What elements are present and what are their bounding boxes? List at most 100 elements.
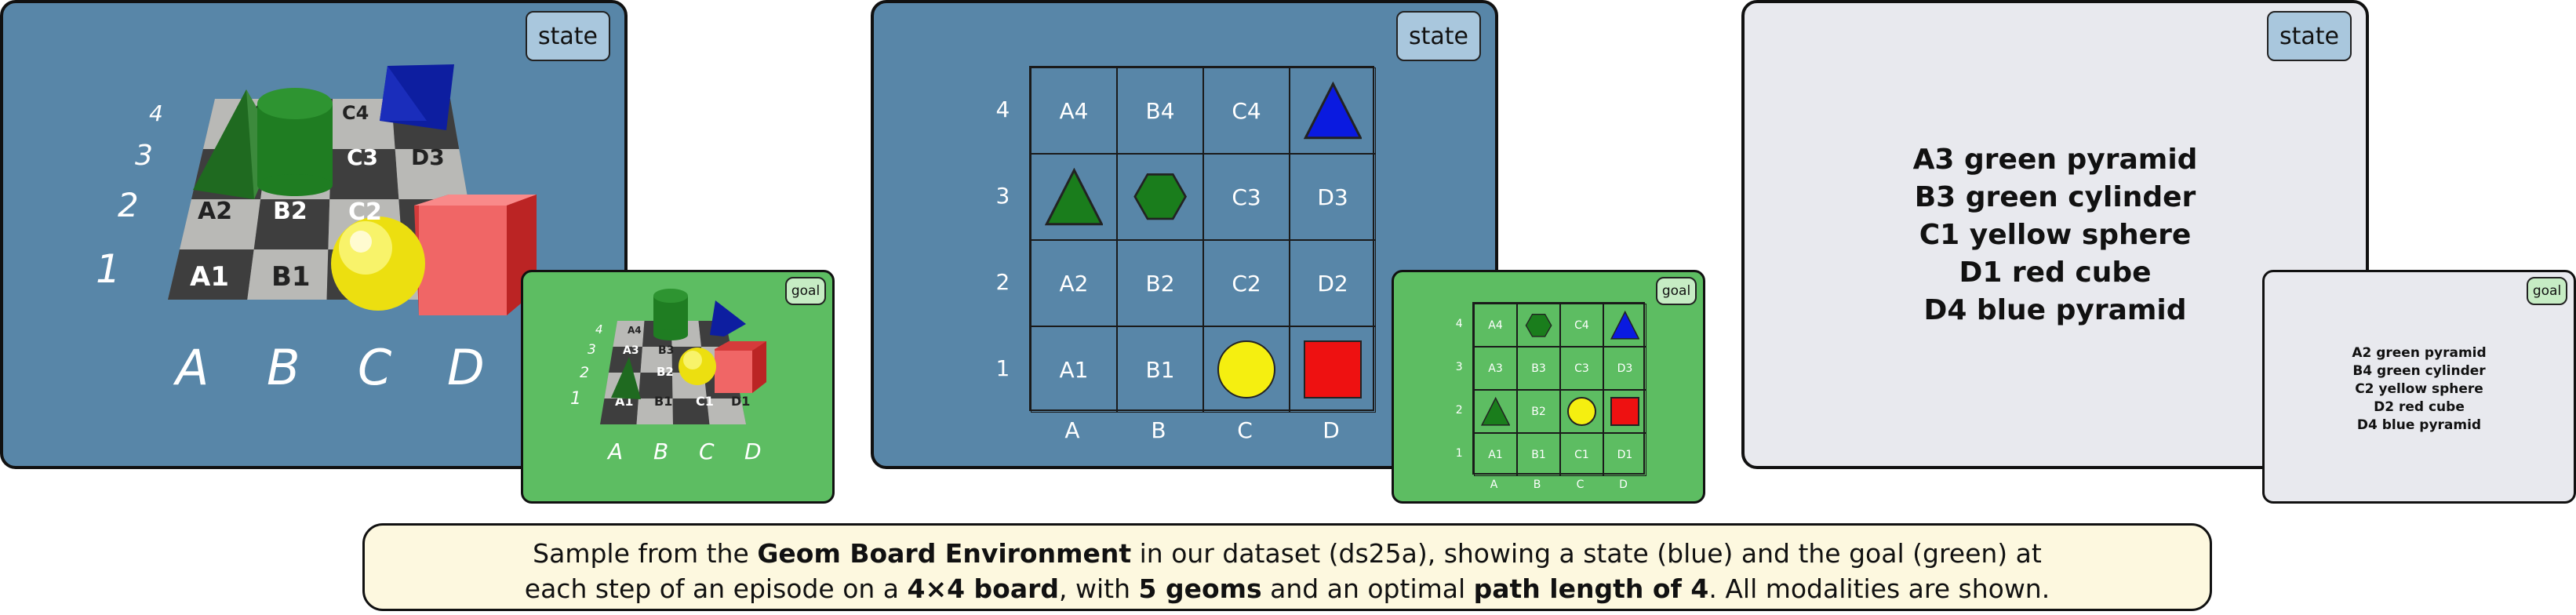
goal-label-tag: goal [2527, 277, 2567, 305]
svg-text:4: 4 [149, 100, 163, 126]
svg-text:A1: A1 [190, 261, 229, 293]
cell-label: A4 [1488, 318, 1503, 332]
goal-text-list: A2 green pyramid B4 green cylinder C2 ye… [2265, 344, 2574, 435]
goal-label-tag: goal [1656, 277, 1697, 305]
svg-text:D3: D3 [411, 144, 445, 170]
svg-text:A3: A3 [623, 344, 639, 357]
blue-triangle-geom [1303, 81, 1363, 139]
col-axis-labels: A B C D [173, 339, 485, 396]
board-cell-a3 [1031, 154, 1117, 240]
board-cell-d3: D3 [1603, 347, 1646, 390]
board-cell-b4: B4 [1117, 67, 1203, 154]
board-cell-a4: A4 [1031, 67, 1117, 154]
cell-label: D1 [1617, 448, 1633, 461]
svg-text:C2: C2 [348, 198, 382, 226]
render-goal-panel: A4 A3 B3 B2 A1 B1 C1 D1 4 3 2 [521, 270, 835, 504]
board-cell-d1: D1 [1603, 433, 1646, 476]
text-item: C1 yellow sphere [1919, 219, 2192, 251]
svg-text:C4: C4 [342, 102, 369, 124]
board-tile [639, 373, 673, 398]
blue-triangle-geom [1610, 310, 1640, 340]
board-cell-b4 [1517, 304, 1560, 347]
row-label-1: 1 [1455, 446, 1463, 460]
col-label-b: B [1151, 417, 1166, 443]
board-cell-a2 [1474, 390, 1517, 433]
svg-text:B: B [267, 339, 300, 396]
text-item: D4 blue pyramid [1923, 294, 2187, 326]
board-cell-b3 [1117, 154, 1203, 240]
board-cell-b3: B3 [1517, 347, 1560, 390]
board-cell-c2 [1560, 390, 1603, 433]
board-tile [613, 321, 645, 347]
board-cell-a1: A1 [1474, 433, 1517, 476]
cell-label: C1 [1574, 448, 1589, 461]
text-item: C2 yellow sphere [2355, 381, 2483, 397]
svg-text:1: 1 [96, 246, 121, 292]
board-tile [329, 149, 399, 199]
green-triangle-geom [1480, 396, 1511, 426]
svg-text:A: A [173, 339, 209, 396]
board-cell-c1: C1 [1560, 433, 1603, 476]
board-cell-a3: A3 [1474, 347, 1517, 390]
board-cell-c3: C3 [1203, 154, 1290, 240]
board-tile [168, 249, 254, 300]
row-label-3: 3 [1455, 360, 1463, 373]
cell-label: C2 [1232, 270, 1261, 297]
row-axis-labels: 4 3 2 1 [96, 100, 163, 292]
svg-text:A: A [606, 439, 623, 464]
svg-text:3: 3 [588, 342, 596, 358]
col-label-d: D [1619, 479, 1628, 492]
board-tile [672, 398, 710, 424]
svg-text:C3: C3 [347, 144, 378, 170]
svg-text:B2: B2 [657, 365, 674, 379]
text-item: D4 blue pyramid [2356, 417, 2482, 433]
green-cylinder-geom [257, 88, 333, 196]
text-item: A2 green pyramid [2352, 345, 2487, 361]
render-state-panel: A4 C4 C3 D3 A2 B2 A1 B1 [0, 0, 628, 469]
svg-text:C: C [358, 339, 392, 396]
svg-text:B1: B1 [654, 394, 672, 409]
row-label-1: 1 [995, 355, 1010, 381]
board-tile [331, 99, 395, 149]
figure-caption: Sample from the Geom Board Environment i… [362, 523, 2212, 611]
svg-text:4: 4 [595, 322, 603, 337]
board-cell-d1 [1290, 326, 1376, 413]
cell-label: D3 [1617, 362, 1633, 375]
board-tile [253, 199, 330, 249]
red-square-geom [1610, 396, 1640, 427]
svg-text:A4: A4 [628, 325, 642, 336]
cell-label: B1 [1531, 448, 1546, 461]
svg-text:C: C [699, 439, 715, 464]
board-cell-c1 [1203, 326, 1290, 413]
board-tile [609, 347, 642, 373]
svg-text:B3: B3 [658, 344, 674, 357]
svg-text:3: 3 [135, 140, 153, 172]
text-item: B3 green cylinder [1914, 181, 2196, 213]
svg-text:D1: D1 [731, 394, 750, 409]
board-cell-a1: A1 [1031, 326, 1117, 413]
svg-text:B2: B2 [273, 198, 307, 225]
cell-label: B2 [1531, 405, 1546, 418]
svg-text:2: 2 [580, 364, 589, 381]
state-label-tag: state [1396, 11, 1481, 61]
board-cell-c3: C3 [1560, 347, 1603, 390]
green-triangle-geom [1044, 167, 1104, 225]
state-label-tag: state [2267, 11, 2352, 61]
row-label-4: 4 [1455, 317, 1463, 330]
cell-label: A1 [1059, 356, 1089, 383]
svg-text:B: B [653, 439, 668, 464]
svg-text:B1: B1 [271, 261, 311, 293]
board-tile [600, 398, 639, 424]
svg-text:2: 2 [118, 186, 139, 224]
cell-label: C3 [1574, 362, 1589, 375]
board-cell-d4 [1290, 67, 1376, 154]
cell-labels: A4 C4 C3 D3 A2 B2 A1 B1 [190, 102, 445, 293]
board-cell-d3: D3 [1290, 154, 1376, 240]
col-label-b: B [1533, 479, 1541, 492]
board-tile [636, 398, 673, 424]
cell-label: B2 [1145, 270, 1175, 297]
green-hexagon-geom [1133, 173, 1187, 220]
cell-label: B4 [1145, 97, 1175, 124]
